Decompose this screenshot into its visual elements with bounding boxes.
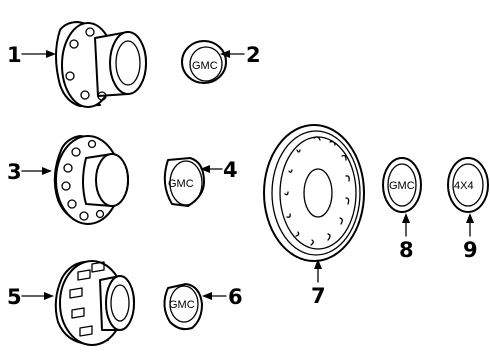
part-6-center-cap: GMC bbox=[163, 283, 203, 331]
callout-6: 6 bbox=[228, 285, 243, 309]
part-4-center-cap: GMC bbox=[163, 157, 205, 207]
callout-4: 4 bbox=[223, 158, 238, 182]
part-5-hub-lugs bbox=[54, 260, 135, 346]
cap-6-logo: GMC bbox=[169, 299, 195, 311]
callout-2: 2 bbox=[246, 43, 261, 67]
cap-4-logo: GMC bbox=[168, 178, 194, 190]
callout-7: 7 bbox=[311, 284, 326, 308]
part-9-center-cap: 4X4 bbox=[447, 157, 489, 213]
callout-1: 1 bbox=[7, 43, 22, 67]
part-3-hub-with-studs bbox=[53, 135, 129, 225]
callout-3: 3 bbox=[7, 160, 22, 184]
callout-leaders bbox=[21, 50, 474, 300]
part-1-hub bbox=[55, 21, 147, 108]
cap-8-logo: GMC bbox=[389, 180, 415, 192]
callout-9: 9 bbox=[463, 238, 478, 262]
part-7-wheel bbox=[263, 124, 365, 262]
part-8-center-cap: GMC bbox=[382, 157, 422, 213]
callout-8: 8 bbox=[399, 238, 414, 262]
part-2-center-cap: GMC bbox=[181, 40, 227, 84]
cap-9-logo: 4X4 bbox=[454, 180, 474, 192]
callout-5: 5 bbox=[7, 285, 22, 309]
cap-2-logo: GMC bbox=[192, 60, 218, 72]
